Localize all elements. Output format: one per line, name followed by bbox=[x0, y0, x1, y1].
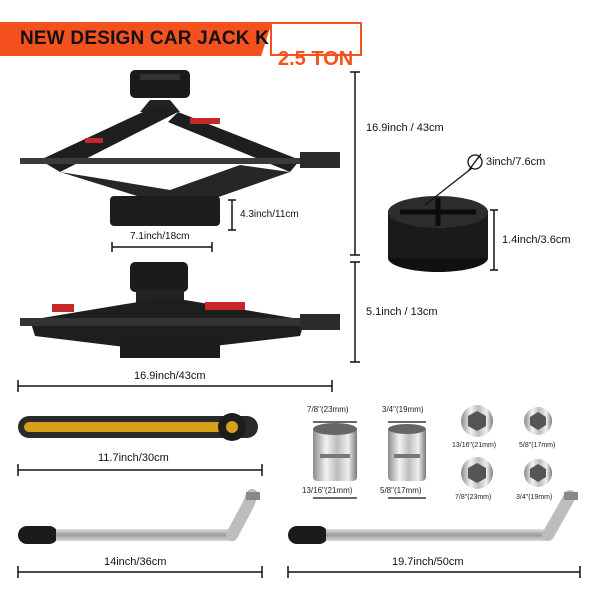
scissor-jack-lowered bbox=[20, 262, 340, 358]
socket-large-bottom-label: 13/16"(21mm) bbox=[302, 486, 353, 495]
ratchet-length-label: 11.7inch/30cm bbox=[98, 452, 169, 464]
jack-base-width-label: 7.1inch/18cm bbox=[130, 231, 190, 242]
lowered-length-label: 16.9inch/43cm bbox=[134, 370, 206, 382]
socket-end-label-3: 7/8"(23mm) bbox=[455, 494, 492, 501]
socket-end-grid bbox=[461, 405, 552, 489]
socket-large bbox=[313, 423, 357, 481]
ratchet-wrench bbox=[18, 413, 258, 441]
rubber-jack-pad bbox=[388, 196, 488, 272]
jack-base-height-label: 4.3inch/11cm bbox=[240, 209, 299, 220]
pad-leader-line bbox=[424, 167, 473, 206]
pad-height-label: 1.4inch/3.6cm bbox=[502, 234, 571, 246]
socket-large-top-label: 7/8"(23mm) bbox=[307, 405, 349, 414]
banner-title: NEW DESIGN CAR JACK KIT bbox=[20, 28, 287, 49]
socket-small-bottom-label: 5/8"(17mm) bbox=[380, 486, 422, 495]
capacity-badge bbox=[270, 22, 362, 56]
socket-small bbox=[388, 424, 426, 481]
lowered-height-label: 5.1inch / 13cm bbox=[366, 306, 438, 318]
lug-wrench-short bbox=[18, 489, 260, 544]
socket-small-top-label: 3/4"(19mm) bbox=[382, 405, 424, 414]
short-wrench-label: 14inch/36cm bbox=[104, 556, 167, 568]
jack-height-label: 16.9inch / 43cm bbox=[366, 122, 444, 134]
long-wrench-label: 19.7inch/50cm bbox=[392, 556, 464, 568]
pad-diameter-label: 3inch/7.6cm bbox=[486, 156, 546, 168]
capacity-badge-text: 2.5 TON bbox=[278, 48, 354, 70]
title-banner: NEW DESIGN CAR JACK KIT 2.5 TON bbox=[0, 22, 362, 70]
banner-main-bar bbox=[0, 22, 272, 56]
lug-wrench-long bbox=[288, 490, 578, 544]
scissor-jack-raised bbox=[20, 70, 340, 226]
socket-end-label-4: 3/4"(19mm) bbox=[516, 494, 553, 501]
diameter-symbol bbox=[467, 154, 483, 170]
socket-end-label-1: 13/16"(21mm) bbox=[452, 442, 497, 449]
socket-end-label-2: 5/8"(17mm) bbox=[519, 442, 556, 449]
